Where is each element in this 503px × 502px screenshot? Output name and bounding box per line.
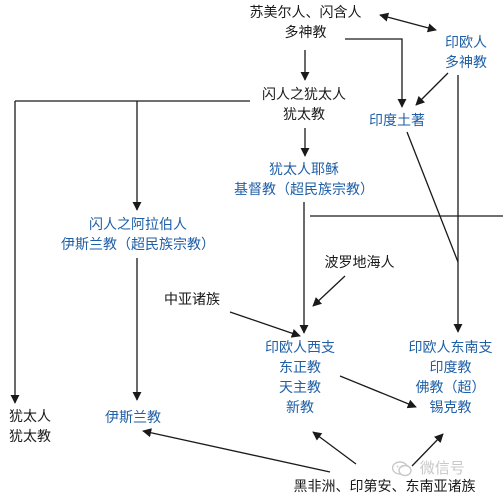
node-indo-european-line2: 多神教 bbox=[445, 55, 487, 71]
node-islam: 伊斯兰教 bbox=[93, 408, 173, 428]
node-semitic-jews-line1: 闪人之犹太人 bbox=[262, 87, 346, 103]
arrow-baltic-west bbox=[312, 275, 346, 307]
node-bottom-peoples-line1: 黑非洲、印第安、东南亚诸族 bbox=[293, 479, 476, 495]
node-arab: 闪人之阿拉伯人 伊斯兰教（超民族宗教） bbox=[38, 215, 238, 255]
arrow-bottom-islam bbox=[142, 428, 331, 473]
node-west-branch-line1: 印欧人西支 bbox=[265, 340, 335, 356]
node-baltic-line1: 波罗地海人 bbox=[324, 255, 395, 271]
arrow-bottom-southeast bbox=[411, 433, 444, 467]
node-southeast-branch-line4: 锡克教 bbox=[429, 400, 472, 416]
node-west-branch-line3: 天主教 bbox=[279, 380, 321, 396]
node-jesus-line2: 基督教（超民族宗教） bbox=[234, 182, 374, 198]
node-jesus-line1: 犹太人耶稣 bbox=[269, 162, 339, 178]
node-jews-bottom: 犹太人 犹太教 bbox=[0, 407, 60, 447]
arrow-west-southeast bbox=[339, 375, 417, 409]
node-baltic: 波罗地海人 bbox=[312, 253, 407, 273]
node-bottom-peoples: 黑非洲、印第安、东南亚诸族 bbox=[266, 477, 503, 497]
arrow-indo-natives bbox=[415, 72, 449, 106]
node-sumer: 苏美尔人、闪含人 多神教 bbox=[238, 3, 373, 43]
arrow-central-west bbox=[229, 311, 301, 338]
node-southeast-branch-line2: 印度教 bbox=[429, 360, 472, 376]
watermark-text: 微信号 bbox=[419, 459, 465, 477]
wechat-watermark: 微信号 bbox=[392, 455, 503, 481]
node-west-branch-line2: 东正教 bbox=[279, 360, 321, 376]
node-arab-line1: 闪人之阿拉伯人 bbox=[89, 217, 187, 233]
node-semitic-jews-line2: 犹太教 bbox=[283, 107, 325, 123]
node-semitic-jews: 闪人之犹太人 犹太教 bbox=[248, 85, 360, 125]
node-islam-line1: 伊斯兰教 bbox=[105, 410, 161, 426]
node-southeast-branch: 印欧人东南支 印度教 佛教（超） 锡克教 bbox=[398, 338, 503, 418]
arrow-bottom-west bbox=[312, 431, 357, 465]
wechat-icon bbox=[392, 460, 412, 476]
node-central-asia-line1: 中亚诸族 bbox=[164, 292, 220, 308]
node-central-asia: 中亚诸族 bbox=[152, 290, 232, 310]
arrow-sumer-natives bbox=[345, 38, 407, 108]
node-west-branch: 印欧人西支 东正教 天主教 新教 bbox=[250, 338, 350, 418]
node-jews-bottom-line2: 犹太教 bbox=[9, 429, 51, 445]
node-indo-european: 印欧人 多神教 bbox=[436, 33, 496, 73]
arrow-natives-southeast bbox=[406, 131, 459, 263]
node-jews-bottom-line1: 犹太人 bbox=[9, 409, 51, 425]
node-indo-european-line1: 印欧人 bbox=[445, 35, 487, 51]
arrow-sumer-indo bbox=[379, 12, 437, 33]
node-jesus: 犹太人耶稣 基督教（超民族宗教） bbox=[218, 160, 390, 200]
node-southeast-branch-line3: 佛教（超） bbox=[415, 380, 486, 396]
node-sumer-line1: 苏美尔人、闪含人 bbox=[249, 5, 362, 21]
node-southeast-branch-line1: 印欧人东南支 bbox=[408, 340, 493, 356]
node-arab-line2: 伊斯兰教（超民族宗教） bbox=[61, 237, 215, 253]
node-sumer-line2: 多神教 bbox=[284, 25, 327, 41]
node-indian-natives: 印度土著 bbox=[357, 111, 437, 131]
node-west-branch-line4: 新教 bbox=[286, 400, 314, 416]
node-indian-natives-line1: 印度土著 bbox=[369, 113, 425, 129]
